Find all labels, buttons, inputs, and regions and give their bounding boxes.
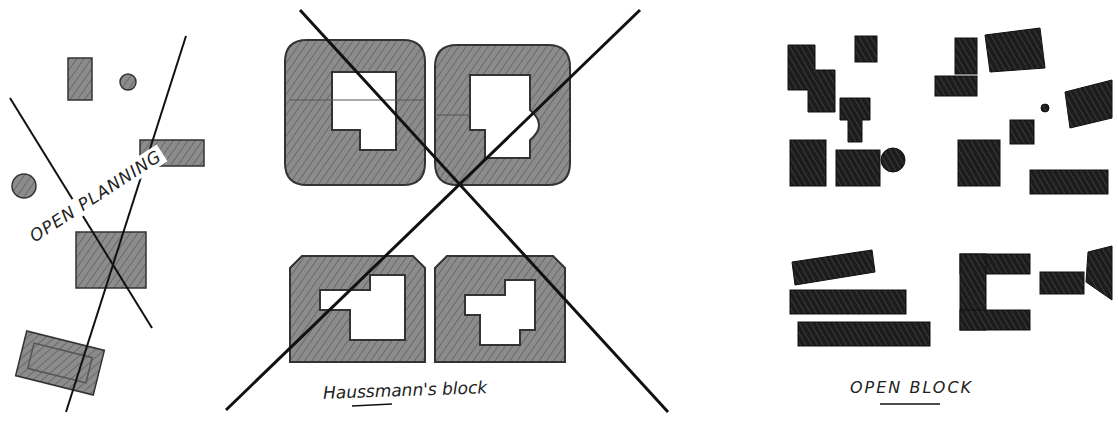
haussmann-blocks bbox=[226, 10, 668, 412]
panel-label: Haussmann's block bbox=[320, 377, 491, 403]
open-block-sketch bbox=[788, 28, 1112, 404]
open-planning-sketch bbox=[10, 36, 204, 412]
panel-label: OPEN BLOCK bbox=[847, 378, 976, 397]
